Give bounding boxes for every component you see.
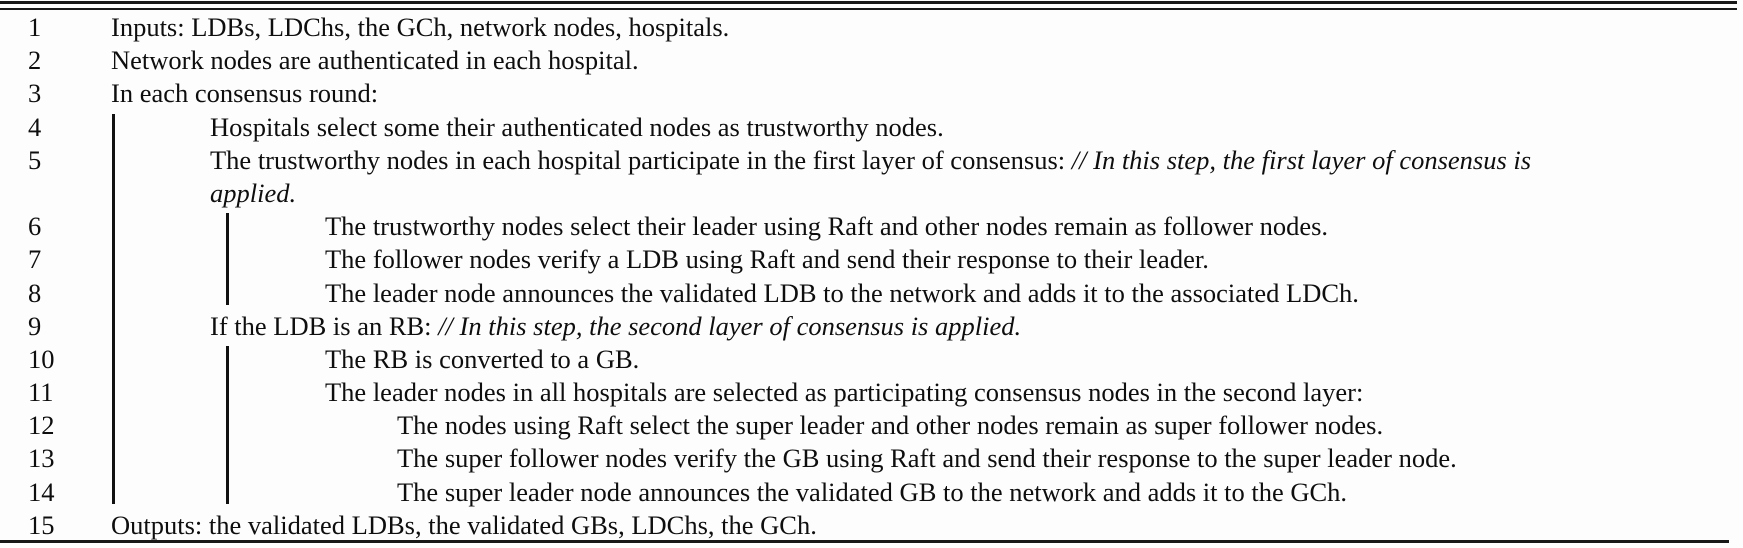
- line-text: Hospitals select some their authenticate…: [210, 111, 944, 144]
- top-rule-inner: [0, 8, 1737, 10]
- line-text: applied.: [210, 177, 296, 210]
- line-number: 7: [28, 244, 42, 275]
- line-text: The follower nodes verify a LDB using Ra…: [325, 243, 1209, 276]
- statement-text: Inputs: LDBs, LDChs, the GCh, network no…: [111, 12, 730, 42]
- algo-line-12: 12 The nodes using Raft select the super …: [0, 409, 1743, 442]
- line-text: The super follower nodes verify the GB u…: [397, 442, 1457, 475]
- algo-line-7: 7 The follower nodes verify a LDB using R…: [0, 243, 1743, 276]
- line-number: 14: [28, 476, 55, 507]
- line-number: 6: [28, 211, 42, 242]
- scope-indent-bar-1: [112, 113, 115, 504]
- algo-line-9: 9 If the LDB is an RB: // In this step, t…: [0, 310, 1743, 343]
- line-text: The nodes using Raft select the super le…: [397, 409, 1383, 442]
- algo-line-10: 10 The RB is converted to a GB.: [0, 343, 1743, 376]
- statement-text: In each consensus round:: [111, 78, 379, 109]
- line-text: Network nodes are authenticated in each …: [111, 44, 639, 77]
- line-number: 8: [28, 277, 42, 308]
- comment-text: // In this step, the first layer of cons…: [1071, 144, 1532, 175]
- algo-line-15: 15 Outputs: the validated LDBs, the valid…: [0, 509, 1743, 542]
- algo-line-5: 5 The trustworthy nodes in each hospital …: [0, 144, 1743, 177]
- line-number: 4: [28, 111, 42, 142]
- line-text: The trustworthy nodes in each hospital p…: [210, 144, 1531, 177]
- line-text: Outputs: the validated LDBs, the validat…: [111, 509, 817, 542]
- algo-line-13: 13 The super follower nodes verify the GB…: [0, 442, 1743, 475]
- line-text: Inputs: LDBs, LDChs, the GCh, network no…: [111, 11, 729, 44]
- statement-text: The leader node announces the validated …: [325, 277, 1359, 308]
- line-text: The leader nodes in all hospitals are se…: [325, 376, 1363, 409]
- bottom-rule: [0, 540, 1729, 543]
- algo-line-11: 11 The leader nodes in all hospitals are …: [0, 376, 1743, 409]
- algo-line-8: 8 The leader node announces the validated…: [0, 277, 1743, 310]
- statement-text: The nodes using Raft select the super le…: [397, 410, 1384, 441]
- line-number: 10: [28, 343, 55, 374]
- statement-text: If the LDB is an RB:: [210, 310, 439, 341]
- line-number: 2: [28, 45, 42, 76]
- statement-text: The follower nodes verify a LDB using Ra…: [325, 244, 1209, 275]
- top-rule-outer: [0, 1, 1737, 4]
- algo-line-1: 1 Inputs: LDBs, LDChs, the GCh, network n…: [0, 11, 1743, 44]
- scope-indent-bar-2: [226, 213, 229, 305]
- algo-line-4: 4 Hospitals select some their authenticat…: [0, 111, 1743, 144]
- comment-text: applied.: [210, 177, 297, 208]
- statement-text: The trustworthy nodes in each hospital p…: [210, 144, 1072, 175]
- algo-line-2: 2 Network nodes are authenticated in each…: [0, 44, 1743, 77]
- statement-text: The leader nodes in all hospitals are se…: [325, 377, 1364, 408]
- statement-text: Hospitals select some their authenticate…: [210, 111, 944, 142]
- line-number: 1: [28, 12, 42, 42]
- algorithm-rows: 1 Inputs: LDBs, LDChs, the GCh, network n…: [0, 11, 1743, 542]
- line-number: 9: [28, 310, 42, 341]
- scope-indent-bar-3: [226, 346, 229, 504]
- line-text: The trustworthy nodes select their leade…: [325, 210, 1328, 243]
- statement-text: The super follower nodes verify the GB u…: [397, 443, 1457, 474]
- line-text: The super leader node announces the vali…: [397, 476, 1347, 509]
- line-number: 11: [28, 377, 54, 408]
- line-number: 15: [28, 509, 55, 540]
- statement-text: The RB is converted to a GB.: [325, 343, 640, 374]
- comment-text: // In this step, the second layer of con…: [438, 310, 1022, 341]
- line-number: 5: [28, 144, 42, 175]
- algo-line-14: 14 The super leader node announces the va…: [0, 476, 1743, 509]
- statement-text: Outputs: the validated LDBs, the validat…: [111, 509, 817, 540]
- line-text: The RB is converted to a GB.: [325, 343, 639, 376]
- statement-text: The trustworthy nodes select their leade…: [325, 211, 1329, 242]
- statement-text: Network nodes are authenticated in each …: [111, 45, 639, 76]
- algo-line-6: 6 The trustworthy nodes select their lead…: [0, 210, 1743, 243]
- line-number: 3: [28, 78, 42, 109]
- line-text: In each consensus round:: [111, 77, 378, 110]
- line-text: If the LDB is an RB: // In this step, th…: [210, 310, 1021, 343]
- line-number: 13: [28, 443, 55, 474]
- algo-line-3: 3 In each consensus round:: [0, 77, 1743, 110]
- line-number: 12: [28, 410, 55, 441]
- algo-line-continuation: applied.: [0, 177, 1743, 210]
- line-text: The leader node announces the validated …: [325, 277, 1359, 310]
- statement-text: The super leader node announces the vali…: [397, 476, 1348, 507]
